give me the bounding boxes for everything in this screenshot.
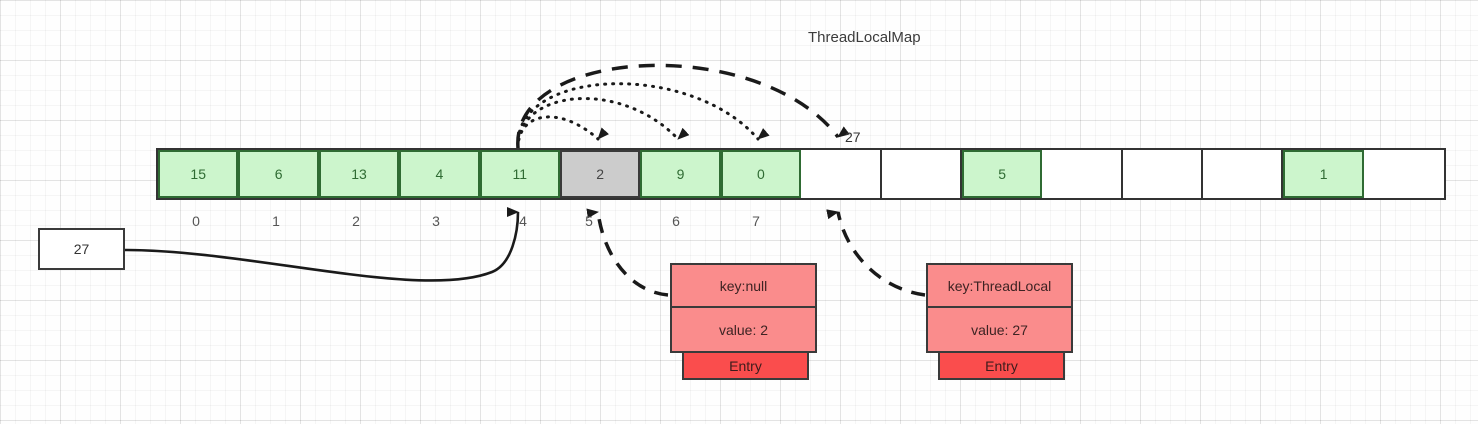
probe-arc-4-to-7 — [516, 82, 770, 150]
source-value-text: 27 — [73, 241, 90, 257]
index-label-5: 5 — [585, 213, 593, 229]
array-cell-6-value: 9 — [676, 166, 685, 182]
array-cell-10[interactable]: 5 — [961, 150, 1043, 198]
hash-table-array: 15 6 13 4 11 2 9 0 5 1 — [156, 148, 1447, 200]
entry-card-new[interactable]: key:ThreadLocal value: 27 Entry — [926, 263, 1073, 380]
array-cell-1-value: 6 — [274, 166, 283, 182]
array-cell-14[interactable]: 1 — [1283, 150, 1364, 198]
array-cell-7-value: 0 — [757, 166, 765, 182]
entry-card-new-body: key:ThreadLocal value: 27 — [926, 263, 1073, 353]
array-cell-11[interactable] — [1042, 150, 1123, 198]
entry-card-stale-key: key:null — [672, 265, 815, 308]
probe-value-label: 27 — [845, 129, 861, 145]
array-cell-10-value: 5 — [998, 166, 1006, 182]
array-cell-8[interactable] — [801, 150, 882, 198]
probe-arc-4-to-8 — [516, 63, 850, 149]
array-cell-14-value: 1 — [1319, 166, 1328, 182]
array-cell-4-value: 11 — [512, 166, 528, 182]
array-cell-13[interactable] — [1203, 150, 1284, 198]
source-value-box[interactable]: 27 — [38, 228, 125, 270]
index-label-0: 0 — [192, 213, 200, 229]
entry-card-stale-tag: Entry — [682, 351, 809, 380]
entry-card-stale-body: key:null value: 2 — [670, 263, 817, 353]
array-cell-12[interactable] — [1122, 150, 1204, 198]
index-label-4: 4 — [519, 213, 527, 229]
index-label-1: 1 — [272, 213, 280, 229]
array-cell-2-value: 13 — [351, 166, 367, 182]
array-cell-0-value: 15 — [190, 166, 206, 182]
array-cell-5[interactable]: 2 — [559, 150, 641, 198]
entry-card-new-key: key:ThreadLocal — [928, 265, 1071, 308]
index-label-2: 2 — [352, 213, 360, 229]
entry-card-new-value: value: 27 — [971, 321, 1028, 338]
entry-card-stale[interactable]: key:null value: 2 Entry — [670, 263, 817, 380]
array-cell-3[interactable]: 4 — [399, 150, 480, 198]
array-cell-1[interactable]: 6 — [238, 150, 319, 198]
index-label-3: 3 — [432, 213, 440, 229]
array-cell-5-value: 2 — [596, 166, 605, 182]
array-cell-0[interactable]: 15 — [158, 150, 239, 198]
index-label-6: 6 — [672, 213, 680, 229]
index-label-7: 7 — [752, 213, 760, 229]
entry-card-stale-value: value: 2 — [718, 321, 769, 338]
array-cell-7[interactable]: 0 — [720, 150, 802, 198]
array-cell-15[interactable] — [1363, 150, 1445, 198]
probe-arc-4-to-5 — [516, 115, 610, 150]
array-cell-6[interactable]: 9 — [640, 150, 721, 198]
array-cell-4[interactable]: 11 — [479, 150, 560, 198]
entry-threadlocal-to-slot8-link — [826, 209, 926, 297]
diagram-title: ThreadLocalMap — [808, 29, 921, 46]
array-cell-3-value: 4 — [435, 166, 444, 182]
probe-arc-4-to-6 — [516, 97, 690, 150]
entry-card-new-tag: Entry — [938, 351, 1065, 380]
array-cell-9[interactable] — [881, 150, 962, 198]
array-cell-2[interactable]: 13 — [318, 150, 400, 198]
